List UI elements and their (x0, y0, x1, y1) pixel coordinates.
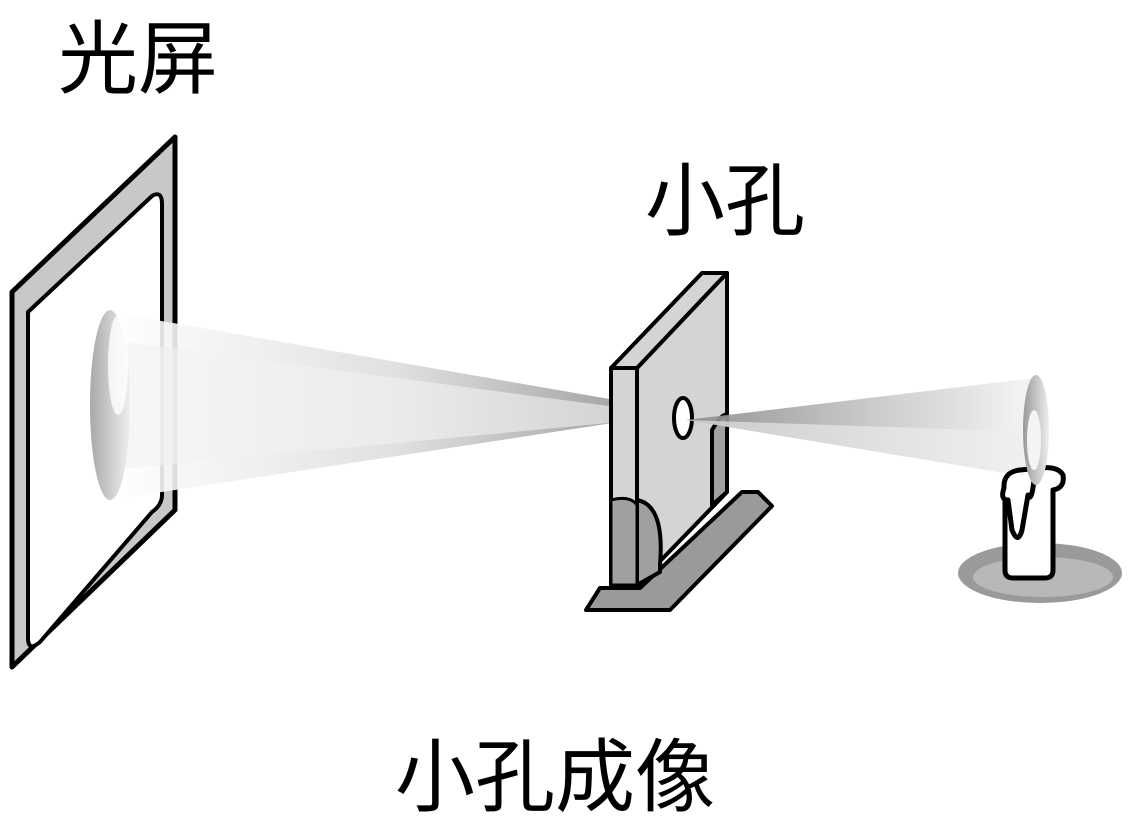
pinhole-board (584, 271, 774, 612)
pinhole-label: 小孔 (645, 155, 805, 248)
screen-label: 光屏 (58, 13, 218, 106)
diagram-caption: 小孔成像 (395, 731, 715, 824)
pinhole (672, 396, 694, 440)
candle (958, 375, 1122, 603)
light-beam-left (90, 310, 684, 500)
light-beam-right (686, 378, 1035, 478)
